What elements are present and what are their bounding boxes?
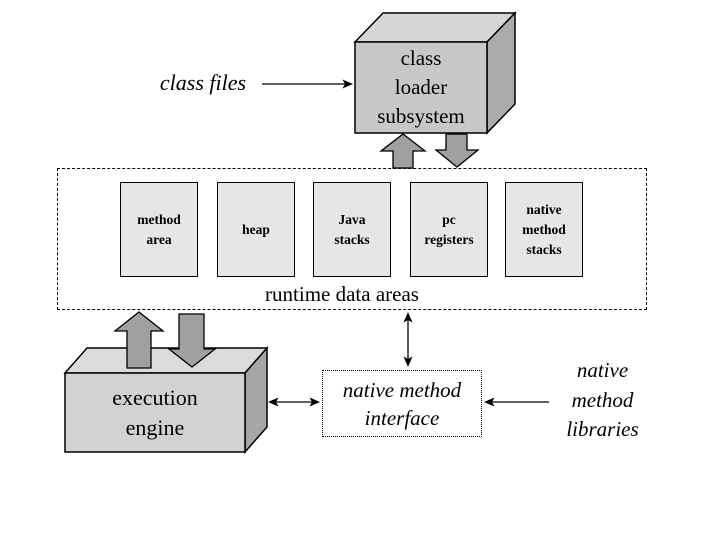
heap-box: heap — [217, 182, 295, 277]
up-block-arrow-loader-icon — [379, 133, 427, 169]
class-files-label: class files — [159, 70, 247, 95]
up-block-arrow-engine-icon — [113, 311, 165, 369]
native-method-stacks-box: native method stacks — [505, 182, 583, 277]
native-method-interface-box: native method interface — [322, 370, 482, 437]
execution-engine-cube-front-face — [64, 372, 246, 453]
arrow-engine-to-interface — [268, 397, 320, 407]
method-area-label: method area — [137, 211, 181, 247]
class-loader-cube-front-face — [354, 41, 488, 134]
down-block-arrow-loader-icon — [434, 133, 480, 168]
execution-engine-text: execution engine — [112, 384, 198, 440]
execution-engine-cube-top-face — [63, 347, 269, 374]
execution-engine-cube — [63, 346, 269, 454]
class-loader-cube — [353, 11, 517, 135]
arrow-libraries-to-interface — [484, 397, 549, 407]
runtime-data-areas-label: runtime data areas — [265, 282, 419, 306]
runtime-data-areas-region — [57, 168, 647, 310]
native-method-interface-label: native method interface — [342, 377, 462, 430]
heap-label: heap — [242, 221, 270, 237]
class-loader-subsystem-text: class loader subsystem — [377, 46, 465, 128]
java-stacks-box: Java stacks — [313, 182, 391, 277]
method-area-box: method area — [120, 182, 198, 277]
down-block-arrow-engine-icon — [167, 313, 217, 368]
execution-engine-label: execution engine — [65, 373, 245, 452]
pc-registers-box: pc registers — [410, 182, 488, 277]
native-method-libraries-label: native method libraries — [566, 358, 639, 441]
native-method-stacks-label: native method stacks — [522, 201, 566, 257]
pc-registers-label: pc registers — [424, 211, 474, 247]
class-loader-subsystem-label: class loader subsystem — [355, 42, 487, 133]
arrow-runtime-to-interface — [403, 312, 413, 367]
java-stacks-label: Java stacks — [334, 211, 370, 247]
arrow-class-files-to-loader — [262, 79, 353, 89]
